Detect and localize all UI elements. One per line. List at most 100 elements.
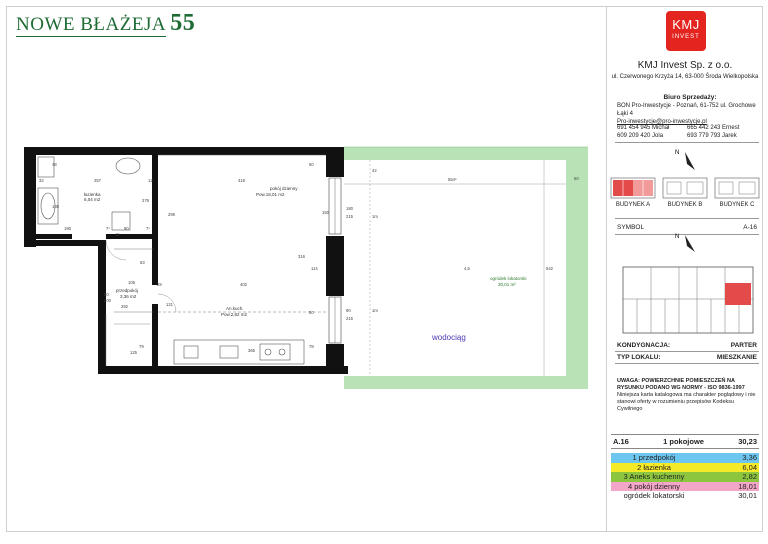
contact-phone[interactable]: 609 209 420 Jola — [617, 133, 664, 139]
page-frame — [6, 6, 763, 532]
living-name: pokój dzienny — [270, 186, 298, 191]
north-label: N — [675, 150, 679, 156]
kitchen-name: An.kuch. — [226, 306, 244, 311]
room-name: ogródek lokatorski — [623, 491, 685, 500]
building-b-label: BUDYNEK B — [667, 202, 703, 208]
separator — [615, 142, 759, 143]
dim-label: 121 — [166, 302, 174, 307]
dim-label: 32 — [39, 178, 44, 183]
floor-value: PARTER — [730, 342, 757, 349]
dim-label: 316 — [298, 254, 306, 259]
separator — [615, 218, 759, 219]
room-name: 3 Aneks kuchenny — [623, 472, 685, 481]
area-table-header: A.16 1 pokojowe 30,23 — [611, 434, 759, 449]
logo-top-text: KMJ — [672, 17, 700, 32]
contact-phone[interactable]: 691 454 945 Michał — [617, 125, 670, 131]
room-name: 2 łazienka — [637, 462, 671, 472]
bathroom-fixtures — [37, 156, 141, 231]
bathroom-name: łazienka — [84, 192, 101, 197]
dim-label: 365 — [248, 348, 256, 353]
logo-bottom-text: INVEST — [672, 34, 700, 40]
room-area: 6,04 — [742, 462, 757, 472]
dim-label: 90 — [346, 308, 351, 313]
kitchen-counter — [173, 339, 305, 365]
separator — [615, 351, 759, 352]
project-title: NOWE BŁAŻEJA 55 — [16, 10, 195, 37]
garden-name: ogródek lokatorski — [490, 276, 527, 281]
dim-label: 125 — [130, 350, 138, 355]
area-row: ogródek lokatorski 30,01 — [611, 491, 759, 501]
selected-unit-highlight — [725, 283, 751, 305]
unit-total-area: 30,23 — [738, 437, 757, 446]
contact-list: 691 454 945 Michał 665 442 243 Ernest 60… — [617, 124, 757, 140]
title-underline — [16, 36, 166, 37]
dim-label: 276 — [142, 198, 150, 203]
dim-label: 402 — [240, 282, 248, 287]
area-row: 1 przedpokój 3,36 — [611, 453, 759, 463]
dim-label: 105 — [128, 280, 136, 285]
unit-type-row: TYP LOKALU: MIESZKANIE — [617, 354, 757, 361]
compass-icon: N — [675, 234, 695, 252]
company-logo: KMJ INVEST — [666, 11, 706, 51]
room-name: 1 przedpokój — [632, 453, 676, 462]
area-row: 4 pokój dzienny 18,01 — [611, 481, 759, 491]
symbol-row: SYMBOL A-16 — [617, 224, 757, 231]
dim-label: 215 — [346, 316, 354, 321]
dim-label: 7¹ — [106, 226, 110, 231]
dim-label: 257 — [94, 178, 102, 183]
dim-label: 79 — [139, 344, 144, 349]
dim-label: 50 — [309, 310, 314, 315]
contact-phone[interactable]: 693 779 793 Jarek — [687, 133, 737, 139]
dim-label: 90 — [124, 226, 129, 231]
dim-label: 90 — [104, 292, 109, 297]
info-sidebar: KMJ INVEST KMJ Invest Sp. z o.o. ul. Cze… — [607, 6, 763, 532]
building-a-label: BUDYNEK A — [615, 202, 651, 208]
dim-label: 188 — [52, 204, 60, 209]
area-row: 3 Aneks kuchenny 2,82 — [611, 472, 759, 482]
dim-label: 419 — [238, 178, 246, 183]
garden-hedge-right — [566, 147, 588, 389]
garden-area — [344, 147, 588, 389]
walls — [24, 147, 348, 374]
dim-label: 1m — [372, 214, 378, 219]
unit-number: A.16 — [613, 437, 629, 446]
water-label: wodociąg — [431, 333, 466, 342]
sales-email-link[interactable]: Pro-inwestycje@pro-inwestycje.pl — [617, 119, 707, 125]
symbol-label: SYMBOL — [617, 224, 645, 231]
dim-label: 215 — [346, 214, 354, 219]
dim-label: 200 — [104, 298, 112, 303]
dim-label: 50 — [309, 162, 314, 167]
sales-office: Biuro Sprzedaży: BON Pro-Inwestycje - Po… — [617, 94, 763, 126]
disclaimer-note: UWAGA: POWIERZCHNIE POMIESZCZEŃ NA RYSUN… — [617, 378, 759, 413]
north-label: N — [675, 234, 679, 240]
garden-hedge-top — [344, 147, 588, 160]
hall-name: przedpokój — [116, 288, 138, 293]
building-c-thumb[interactable]: BUDYNEK C — [713, 176, 761, 208]
dim-label: 190 — [64, 226, 72, 231]
garden-area-label: 30,01 m² — [498, 282, 516, 287]
building-b-thumb[interactable]: BUDYNEK B — [661, 176, 709, 208]
dim-label: 50 — [574, 176, 579, 181]
unit-type-value: MIESZKANIE — [716, 354, 757, 361]
dim-label: 554⁵ — [448, 177, 457, 182]
project-name: NOWE BŁAŻEJA — [16, 14, 166, 35]
dim-label: 78 — [309, 344, 314, 349]
company-address: ul. Czerwonego Krzyża 14, 63-000 Środa W… — [611, 74, 759, 80]
sidebar-divider — [606, 6, 607, 532]
building-c-label: BUDYNEK C — [719, 202, 755, 208]
separator — [615, 234, 759, 235]
room-area: 3,36 — [742, 453, 757, 462]
sales-heading: Biuro Sprzedaży: — [663, 94, 717, 101]
building-a-thumb[interactable]: BUDYNEK A — [609, 176, 657, 208]
contact-phone[interactable]: 665 442 243 Ernest — [687, 125, 740, 131]
separator — [615, 363, 759, 364]
dim-label: 150 — [322, 210, 330, 215]
area-table: A.16 1 pokojowe 30,23 1 przedpokój 3,36 … — [611, 434, 759, 501]
floor-row: KONDYGNACJA: PARTER — [617, 342, 757, 349]
room-area: 30,01 — [738, 491, 757, 500]
project-number: 55 — [170, 10, 196, 36]
garden-hedge-bottom — [344, 376, 588, 389]
note-standard: UWAGA: POWIERZCHNIE POMIESZCZEŃ NA RYSUN… — [617, 378, 745, 391]
dim-label: 7¹ — [146, 226, 150, 231]
dim-label: 1m — [372, 308, 378, 313]
